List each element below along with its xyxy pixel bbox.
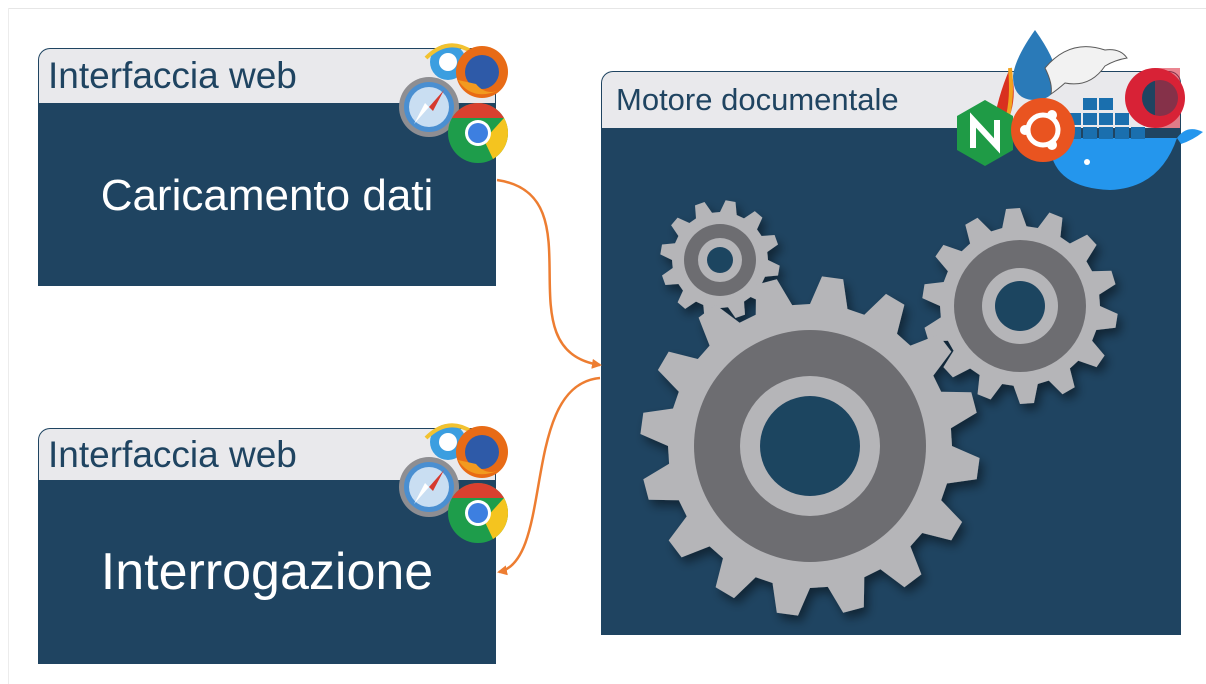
frame-left-border (8, 8, 9, 684)
safari-icon (399, 77, 459, 137)
firefox-icon (456, 426, 508, 478)
ubuntu-icon (1011, 98, 1075, 162)
upload-title: Caricamento dati (100, 171, 434, 220)
engine-tab-label: Motore documentale (616, 82, 899, 117)
docker-icon (1050, 98, 1203, 190)
upload-tab-label: Interfaccia web (48, 55, 297, 96)
frame-top-border (8, 8, 1206, 9)
firefox-icon (456, 46, 508, 98)
upload-browser-icons (399, 43, 509, 163)
upload-to-engine-arrow (496, 178, 602, 369)
engine-tech-icons (957, 30, 1203, 190)
large-gear (640, 276, 980, 616)
medium-gear (922, 208, 1118, 404)
query-title: Interrogazione (100, 543, 434, 601)
upload-tab: Interfaccia web (38, 48, 496, 103)
engine-to-query-arrow (497, 376, 601, 576)
debian-icon (1125, 68, 1185, 128)
safari-icon (399, 457, 459, 517)
nginx-icon (957, 100, 1013, 166)
small-gear (660, 200, 780, 320)
query-tab-label: Interfaccia web (48, 433, 297, 475)
drupal-icon (1013, 30, 1057, 100)
chrome-icon (448, 483, 509, 543)
chrome-icon (448, 103, 509, 163)
gears-icon (640, 200, 1118, 616)
query-browser-icons (399, 423, 509, 543)
mysql-dolphin-icon (1044, 46, 1128, 96)
